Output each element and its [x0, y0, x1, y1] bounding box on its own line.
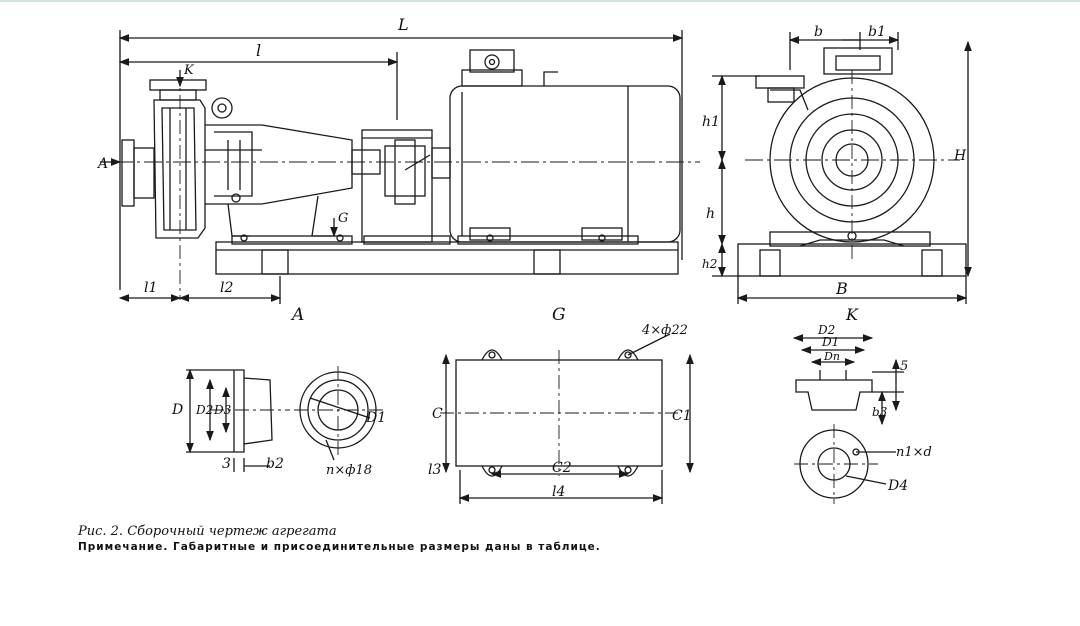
label-L: L [397, 15, 409, 34]
label-G-arrow: G [338, 211, 348, 226]
label-H: H [953, 148, 967, 164]
label-h2: h2 [702, 257, 717, 271]
label-view-G: G [552, 305, 566, 325]
view-a-flange [186, 366, 384, 472]
label-D3: D3 [213, 403, 232, 417]
label-B: B [835, 279, 848, 298]
label-l2: l2 [220, 280, 233, 296]
figure-note: Примечание. Габаритные и присоединительн… [78, 541, 601, 553]
label-h: h [706, 206, 715, 222]
label-5: 5 [900, 359, 908, 374]
figure-caption: Рис. 2. Сборочный чертеж агрегата [78, 524, 337, 539]
label-Dk1: D1 [821, 335, 839, 349]
label-D2: D2 [195, 403, 213, 417]
label-b1: b1 [868, 24, 886, 40]
label-n-d18: n×ф18 [326, 463, 372, 478]
side-view [100, 30, 700, 304]
label-4-d22: 4×ф22 [641, 323, 688, 338]
end-view [712, 32, 972, 304]
label-D4: D4 [887, 478, 908, 494]
label-3: 3 [222, 456, 231, 472]
label-K-view: K [845, 305, 859, 324]
dimension-labels: L l K A G l1 l2 A G b b1 h1 H h h2 B D D… [96, 15, 967, 500]
label-C: C [432, 406, 443, 422]
view-g-base [440, 333, 694, 504]
label-D1: D1 [365, 410, 386, 426]
label-view-A: A [290, 305, 304, 325]
label-l: l [256, 41, 261, 60]
label-b: b [814, 24, 823, 40]
label-D: D [171, 402, 183, 418]
label-Dp: Dп [823, 350, 840, 363]
label-b2: b2 [266, 456, 284, 472]
label-l4: l4 [552, 484, 565, 500]
view-k-detail [792, 334, 904, 504]
label-n1d: n1×d [896, 445, 932, 460]
label-h1: h1 [702, 114, 720, 130]
label-l3: l3 [428, 462, 441, 478]
label-Dk2: D2 [817, 323, 835, 337]
label-C1: C1 [672, 408, 692, 424]
label-b3: b3 [872, 405, 888, 419]
label-A-arrow: A [96, 156, 108, 172]
top-border [0, 0, 1080, 2]
label-l1: l1 [144, 280, 157, 296]
label-K: K [183, 63, 195, 78]
label-C2: C2 [552, 460, 572, 476]
